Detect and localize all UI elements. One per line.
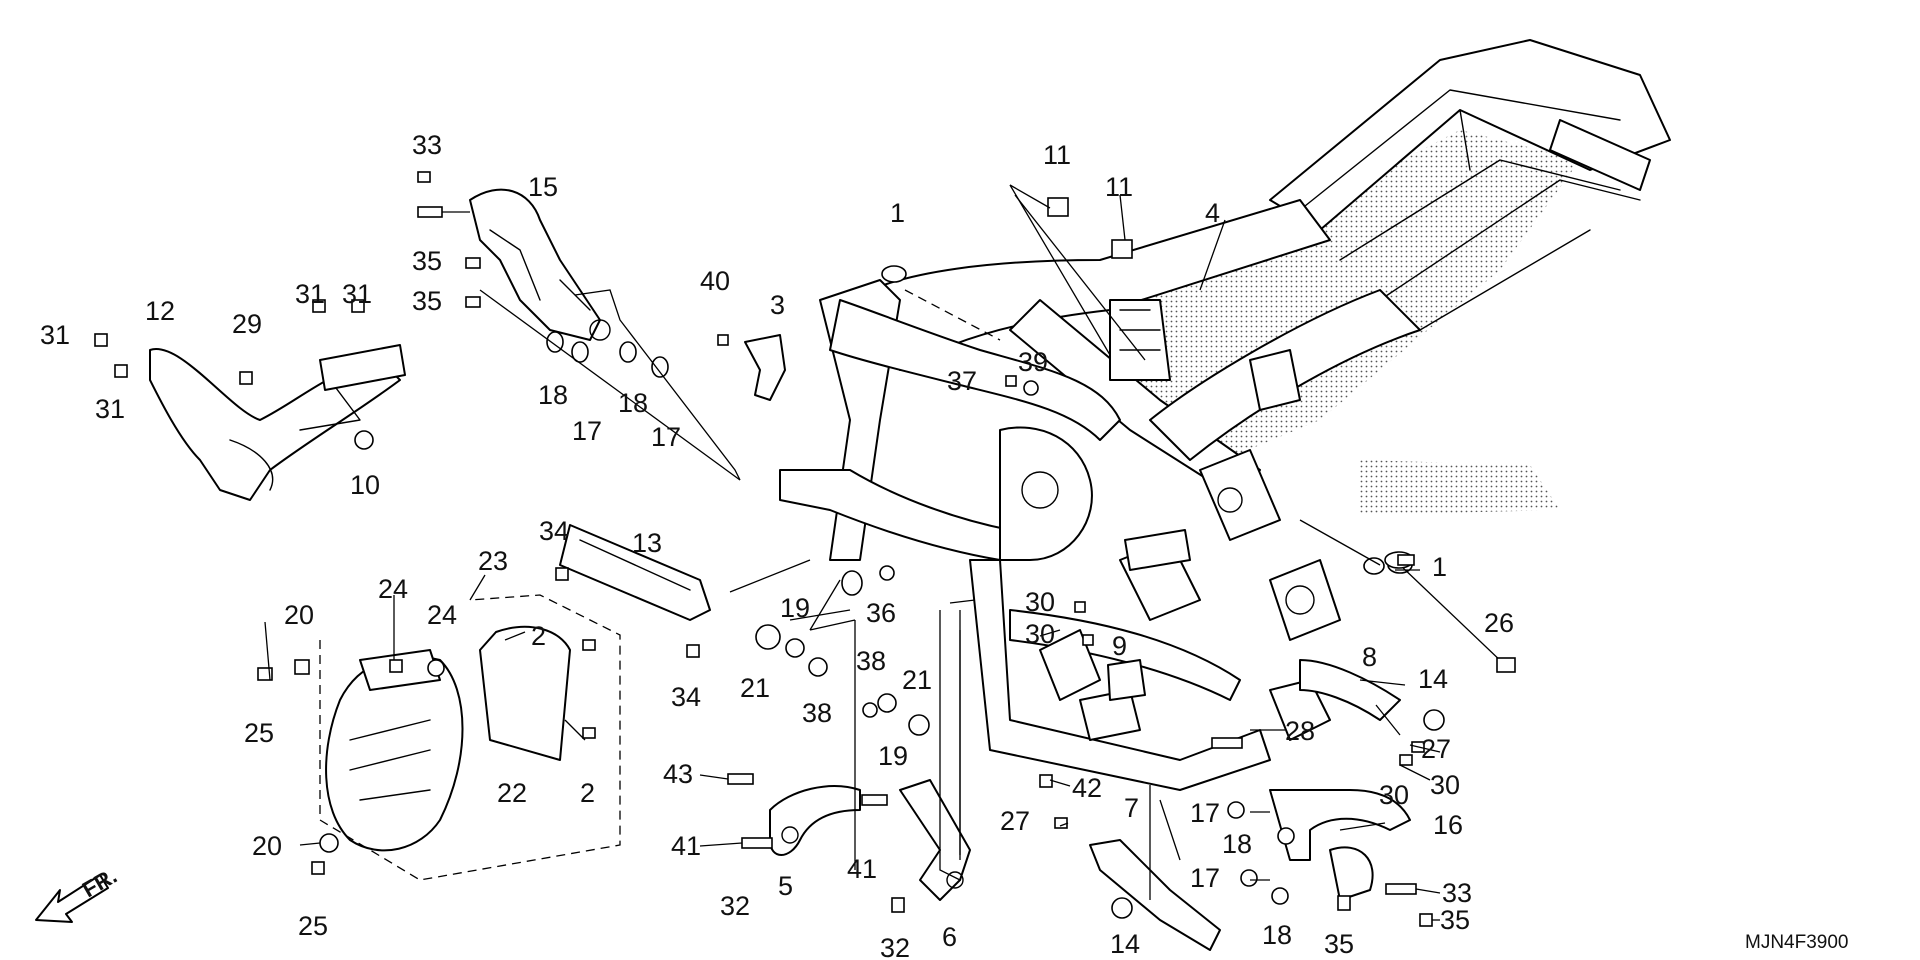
part-15-bracket [469,188,611,341]
callout: 1 [890,198,905,228]
callout: 14 [1110,929,1140,959]
callout: 38 [802,698,832,728]
callout: 18 [618,388,648,418]
callout: 17 [1190,863,1220,893]
callout: 6 [942,922,957,952]
callout: 28 [1285,716,1315,746]
callout: 25 [298,911,328,941]
callout: 2 [531,621,546,651]
callout: 18 [1222,829,1252,859]
callout: 17 [1190,798,1220,828]
callout: 35 [1440,905,1470,935]
part-23-cover [319,594,621,881]
callout: 7 [1124,793,1139,823]
callout: 40 [700,266,730,296]
callout: 34 [539,516,569,546]
callout: 18 [538,380,568,410]
part-12-bracket [149,344,406,501]
callout: 19 [780,593,810,623]
callout: 17 [572,416,602,446]
callout: 24 [427,600,457,630]
callout: 21 [902,665,932,695]
callout: 41 [671,831,701,861]
callout: 25 [244,718,274,748]
callout: 42 [1072,773,1102,803]
callout: 35 [412,246,442,276]
callout: 31 [95,394,125,424]
callout: 32 [880,933,910,960]
callout-labels: 33 15 35 35 18 17 18 17 31 12 29 31 31 3… [40,130,1849,960]
part-13-bar [559,524,711,621]
callout: 14 [1418,664,1448,694]
callout: 37 [947,366,977,396]
callout: 35 [1324,929,1354,959]
callout: 3 [770,290,785,320]
callout: 30 [1430,770,1460,800]
callout: 21 [740,673,770,703]
callout: 20 [252,831,282,861]
callout: 39 [1018,347,1048,377]
part-5-6-7-brackets [769,659,1411,951]
callout: 27 [1000,806,1030,836]
callout: 41 [847,854,877,884]
callout: 31 [342,279,372,309]
callout: 9 [1112,631,1127,661]
callout: 1 [1432,552,1447,582]
callout: 38 [856,646,886,676]
callout: 11 [1043,140,1071,170]
callout: 8 [1362,642,1377,672]
callout: 23 [478,546,508,576]
callout: 34 [671,682,701,712]
callout: 35 [412,286,442,316]
callout: 33 [412,130,442,160]
callout: 2 [580,778,595,808]
seal-leader-dash [904,289,1001,341]
callout: 31 [40,320,70,350]
callout: 24 [378,574,408,604]
callout: 29 [232,309,262,339]
front-direction-arrow-icon [35,874,109,923]
callout: 10 [350,470,380,500]
callout: 13 [632,528,662,558]
callout: 18 [1262,920,1292,950]
callout: 32 [720,891,750,921]
callout: 31 [295,279,325,309]
leader-lines [264,184,1441,921]
callout: 19 [878,741,908,771]
callout: 30 [1025,619,1055,649]
callout: 27 [1421,734,1451,764]
diagram-code: MJN4F3900 [1745,932,1849,953]
main-frame [779,39,1671,791]
hardware [94,171,1516,927]
callout: 15 [528,172,558,202]
callout: 12 [145,296,175,326]
callout: 5 [778,871,793,901]
callout: 36 [866,598,896,628]
callout: 22 [497,778,527,808]
callout: 26 [1484,608,1514,638]
callout: 20 [284,600,314,630]
callout: 43 [663,759,693,789]
callout: 11 [1105,172,1133,202]
callout: 33 [1442,878,1472,908]
callout: 17 [651,422,681,452]
callout: 30 [1025,587,1055,617]
callout: 16 [1433,810,1463,840]
callout: 30 [1379,780,1409,810]
callout: 4 [1205,198,1220,228]
